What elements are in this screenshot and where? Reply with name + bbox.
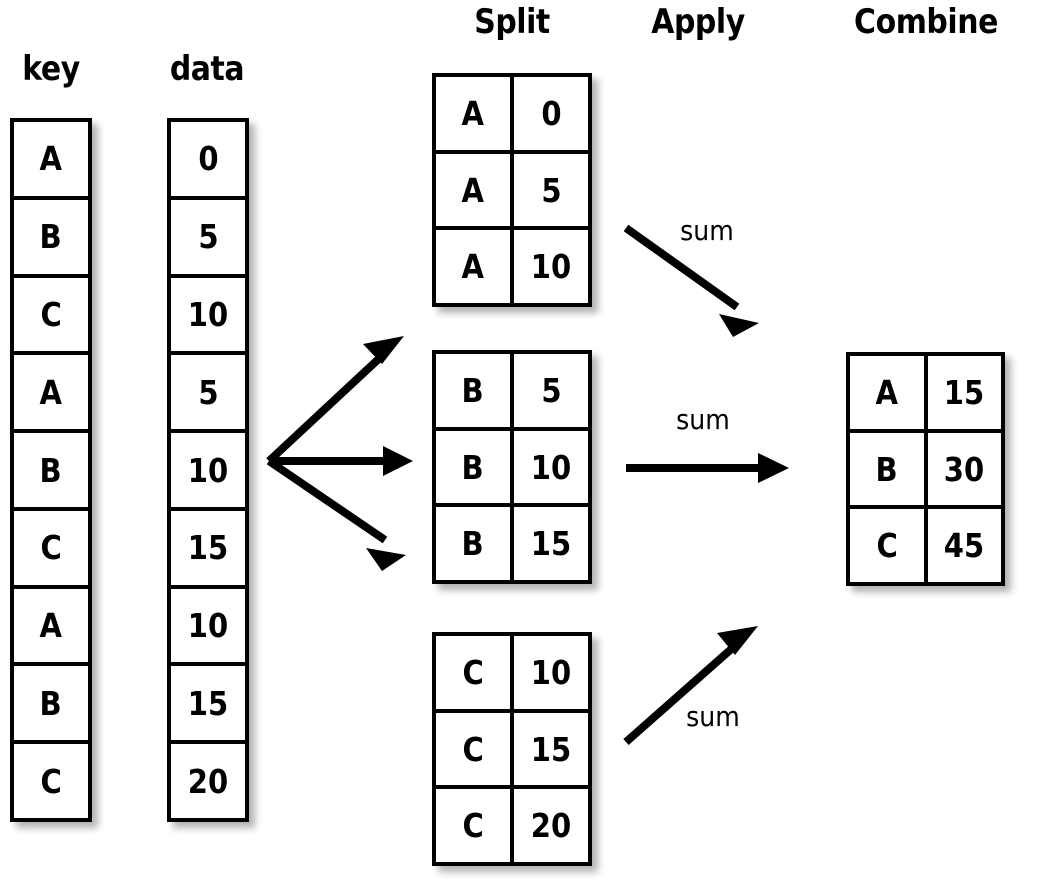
source-key-cell: B bbox=[39, 450, 63, 490]
row-key-cell: A bbox=[436, 153, 514, 227]
split-stage-heading: Split bbox=[474, 2, 550, 42]
row-value-cell: 15 bbox=[530, 729, 572, 769]
source-key-cell: C bbox=[40, 294, 62, 334]
row-key-cell: A bbox=[436, 77, 514, 150]
row-key-cell: C bbox=[436, 789, 514, 863]
row-value-cell: 0 bbox=[540, 93, 562, 133]
combine-stage-heading: Combine bbox=[854, 2, 998, 42]
source-data-cell: 10 bbox=[187, 450, 229, 490]
table-row: 5 bbox=[171, 200, 245, 278]
row-value-cell: 15 bbox=[944, 372, 985, 412]
table-row: 10 bbox=[171, 589, 245, 667]
table-row: C 45 bbox=[850, 509, 1001, 583]
apply-stage-heading: Apply bbox=[651, 2, 745, 42]
table-row: B 15 bbox=[436, 507, 588, 581]
table-row: B bbox=[14, 200, 88, 278]
row-value-cell: 5 bbox=[540, 370, 562, 410]
source-key-cell: A bbox=[39, 139, 63, 179]
table-row: 20 bbox=[171, 744, 245, 818]
table-row: B 10 bbox=[436, 430, 588, 508]
row-key-cell: C bbox=[436, 712, 514, 786]
row-value-cell: 10 bbox=[530, 247, 572, 287]
apply-sum-label-b: sum bbox=[676, 403, 730, 436]
split-fanout-arrow-c bbox=[266, 457, 406, 571]
row-key-cell: B bbox=[850, 432, 928, 506]
table-row: A bbox=[14, 589, 88, 667]
split-fanout-arrow-a bbox=[266, 336, 404, 464]
source-data-cell: 20 bbox=[187, 761, 229, 801]
data-column-heading: data bbox=[169, 49, 245, 89]
table-row: B 30 bbox=[850, 432, 1001, 510]
table-row: 15 bbox=[171, 511, 245, 589]
table-row: A 15 bbox=[850, 356, 1001, 433]
source-data-cell: 5 bbox=[197, 372, 219, 412]
row-value-cell: 15 bbox=[530, 524, 572, 564]
table-row: 15 bbox=[171, 666, 245, 745]
row-value-cell: 30 bbox=[944, 449, 985, 489]
table-row: C bbox=[14, 511, 88, 589]
table-row: C bbox=[14, 278, 88, 356]
row-key-cell: B bbox=[436, 354, 514, 427]
table-row: A bbox=[14, 355, 88, 434]
row-value-cell: 10 bbox=[530, 447, 572, 487]
table-row: C 10 bbox=[436, 636, 588, 713]
row-value-cell: 20 bbox=[530, 806, 572, 846]
apply-sum-label-c: sum bbox=[686, 700, 740, 733]
source-key-cell: B bbox=[39, 217, 63, 257]
row-key-cell: C bbox=[436, 636, 514, 709]
source-data-cell: 0 bbox=[197, 139, 219, 179]
row-key-cell: A bbox=[850, 356, 928, 429]
row-value-cell: 10 bbox=[530, 652, 572, 692]
table-row: C bbox=[14, 744, 88, 818]
source-key-cell: C bbox=[40, 528, 62, 568]
table-row: 5 bbox=[171, 355, 245, 434]
table-row: C 20 bbox=[436, 789, 588, 863]
source-key-cell: A bbox=[39, 372, 63, 412]
key-column-heading: key bbox=[22, 49, 80, 89]
source-key-cell: C bbox=[40, 761, 62, 801]
source-data-cell: 10 bbox=[187, 606, 229, 646]
table-row: B bbox=[14, 433, 88, 511]
source-data-table: 0 5 10 5 10 15 10 15 20 bbox=[167, 118, 249, 822]
source-data-cell: 15 bbox=[187, 683, 229, 723]
table-row: 0 bbox=[171, 122, 245, 200]
table-row: C 15 bbox=[436, 712, 588, 790]
source-data-cell: 10 bbox=[187, 294, 229, 334]
row-key-cell: B bbox=[436, 430, 514, 504]
row-key-cell: B bbox=[436, 507, 514, 581]
split-fanout-arrow-b bbox=[269, 446, 413, 476]
row-value-cell: 45 bbox=[944, 526, 985, 566]
row-key-cell: C bbox=[850, 509, 928, 583]
table-row: 10 bbox=[171, 433, 245, 511]
table-row: B bbox=[14, 666, 88, 745]
apply-sum-arrow-b bbox=[626, 453, 789, 483]
source-data-cell: 15 bbox=[187, 528, 229, 568]
row-key-cell: A bbox=[436, 230, 514, 304]
source-key-cell: A bbox=[39, 606, 63, 646]
source-key-cell: B bbox=[39, 683, 63, 723]
row-value-cell: 5 bbox=[540, 170, 562, 210]
table-row: A 10 bbox=[436, 230, 588, 304]
table-row: A bbox=[14, 122, 88, 200]
apply-sum-label-a: sum bbox=[680, 214, 734, 247]
table-row: 10 bbox=[171, 278, 245, 356]
source-data-cell: 5 bbox=[197, 217, 219, 257]
